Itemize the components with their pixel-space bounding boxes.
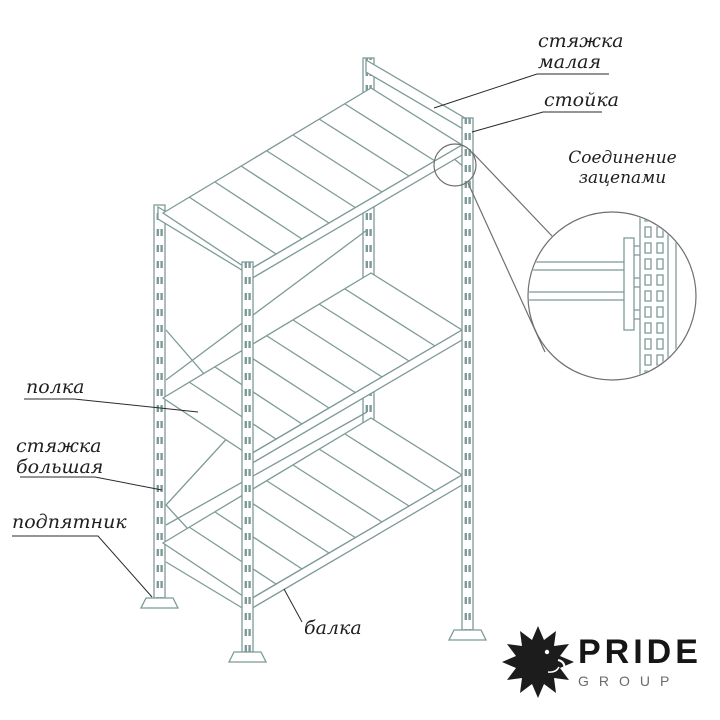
rack-front-structure	[139, 117, 488, 663]
label-hook-connection-line1: Соединение	[568, 148, 677, 168]
label-hook-connection-line2: зацепами	[578, 168, 667, 188]
label-beam-text: балка	[304, 617, 362, 639]
label-tie-big-line2: большая	[16, 456, 104, 478]
leader-tie-big	[20, 476, 163, 491]
label-shelf-text: полка	[26, 376, 85, 398]
lion-icon	[502, 626, 574, 698]
label-hook-connection: Соединение зацепами	[545, 148, 700, 188]
label-shelf: полка	[26, 377, 84, 398]
label-upright: стойка	[544, 90, 619, 111]
tie-big-diagonals	[165, 229, 368, 526]
label-tie-small-line1: стяжка	[538, 30, 624, 52]
upright-back-right-perforation	[363, 58, 374, 445]
shelf-bottom-deck-lines	[188, 433, 436, 585]
leader-foot	[12, 535, 153, 598]
label-tie-big: стяжка большая	[16, 436, 103, 478]
detail-source-circle	[433, 143, 477, 187]
shelf-top-deck-lines	[188, 103, 436, 255]
label-foot-text: подпятник	[12, 511, 127, 533]
logo-brand-text: PRIDE	[578, 632, 702, 671]
detail-callout	[433, 143, 697, 381]
detail-hook-connection-drawing	[529, 213, 677, 379]
leader-beam	[283, 588, 303, 623]
label-upright-text: стойка	[544, 89, 620, 111]
leader-lines	[12, 73, 609, 623]
foot-plate-front-right	[447, 629, 488, 641]
label-foot: подпятник	[12, 512, 127, 533]
upright-back-left-perforation	[154, 205, 165, 598]
leader-shelf	[24, 398, 199, 413]
label-beam: балка	[304, 618, 362, 639]
upright-front-left-perforation	[242, 262, 253, 652]
logo-division-text: GROUP	[578, 672, 680, 689]
detail-upright-slots	[640, 213, 666, 379]
logo-text-block: PRIDE GROUP	[578, 634, 702, 689]
detail-beam	[529, 261, 624, 301]
detail-connector-plate	[623, 237, 635, 331]
leader-tie-small	[433, 73, 609, 109]
foot-plate-back-left	[139, 597, 180, 609]
detail-circle-outline	[527, 211, 697, 381]
upright-front-right-perforation	[462, 118, 473, 630]
leader-upright	[471, 111, 602, 133]
logo-pride-group: PRIDE GROUP	[494, 618, 702, 704]
shelf-middle-deck-lines	[188, 288, 436, 440]
label-tie-small: стяжка малая	[538, 31, 624, 73]
shelves	[161, 87, 464, 612]
foot-plate-front-left	[227, 651, 268, 663]
label-tie-small-line2: малая	[538, 51, 602, 73]
label-tie-big-line1: стяжка	[16, 435, 102, 457]
